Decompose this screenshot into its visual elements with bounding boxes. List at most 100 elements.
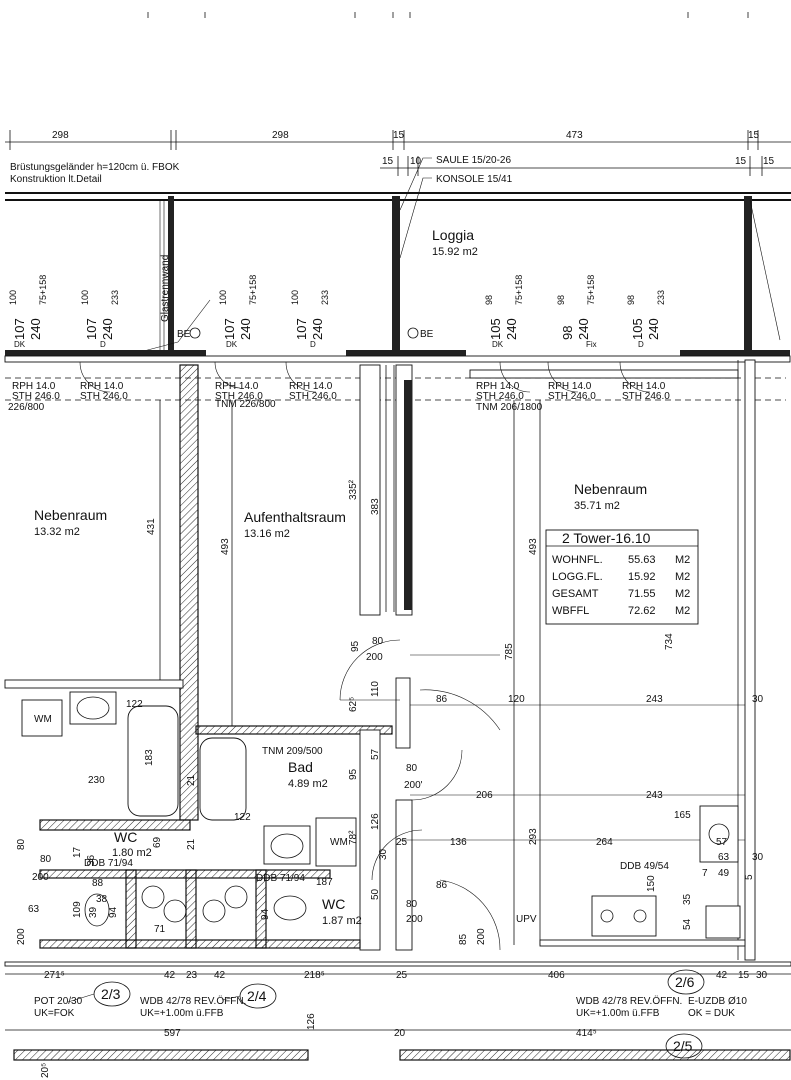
svg-text:80: 80 xyxy=(372,636,384,647)
svg-text:122: 122 xyxy=(126,699,143,710)
window-swings xyxy=(79,361,651,393)
dim-top-1: 298 xyxy=(52,130,69,141)
dim-bottom-8: 42 xyxy=(164,970,176,981)
opening-label-3: TNM 206/1800 xyxy=(476,402,543,413)
svg-text:RPH 14.0: RPH 14.0 xyxy=(12,381,56,392)
svg-text:107: 107 xyxy=(222,318,237,340)
svg-text:71.55: 71.55 xyxy=(628,588,656,600)
svg-text:15.92: 15.92 xyxy=(628,571,656,583)
svg-text:165: 165 xyxy=(674,810,691,821)
room-loggia-area: 15.92 m2 xyxy=(432,246,478,258)
svg-text:M2: M2 xyxy=(675,588,690,600)
bracket-note: KONSOLE 15/41 xyxy=(436,174,513,185)
dim-bottom-5: 42 xyxy=(716,970,728,981)
opening-label-1: 226/800 xyxy=(8,402,45,413)
sanitary-fixtures: WM WM UPV DDB 71/94 DDB 71/94 DDB 49/54 xyxy=(21,691,741,939)
svg-text:63: 63 xyxy=(718,852,730,863)
svg-text:Fix: Fix xyxy=(586,340,597,349)
svg-text:D: D xyxy=(638,340,644,349)
svg-text:M2: M2 xyxy=(675,571,690,583)
svg-text:98: 98 xyxy=(556,295,566,305)
svg-text:35: 35 xyxy=(682,893,693,905)
svg-text:D: D xyxy=(310,340,316,349)
svg-text:200: 200 xyxy=(32,872,49,883)
svg-text:110: 110 xyxy=(370,681,381,697)
washing-machine-label-2: WM xyxy=(330,837,348,848)
svg-text:STH 246.0: STH 246.0 xyxy=(476,391,524,402)
inspection-height-2: UK=+1.00m ü.FFB xyxy=(576,1008,660,1019)
scan-ticks xyxy=(147,12,749,18)
svg-text:200: 200 xyxy=(16,928,27,945)
lower-walls xyxy=(4,819,791,967)
svg-text:55.63: 55.63 xyxy=(628,554,656,566)
railing-note-2: Konstruktion lt.Detail xyxy=(10,174,102,185)
room-nebenraum-2-area: 35.71 m2 xyxy=(574,500,620,512)
dim-bottom-7: 30 xyxy=(756,970,768,981)
dim-top-5: 15 xyxy=(748,130,760,141)
svg-text:80: 80 xyxy=(40,854,52,865)
dim-lowest-3: 414⁵ xyxy=(576,1028,597,1039)
svg-text:100: 100 xyxy=(218,290,228,305)
svg-text:7: 7 xyxy=(702,868,708,879)
svg-text:M2: M2 xyxy=(675,554,690,566)
facade-wall xyxy=(4,350,791,401)
inner-dimensions: 431 493 335² 383 493 785 734 80 200 95 1… xyxy=(16,479,764,945)
opening-label-bad: TNM 209/500 xyxy=(262,746,323,757)
svg-text:80: 80 xyxy=(406,899,418,910)
tag-2-4: 2/4 xyxy=(247,988,267,1004)
svg-text:243: 243 xyxy=(646,790,663,801)
svg-text:94: 94 xyxy=(260,908,271,920)
pot-note: POT 20/30 xyxy=(34,996,83,1007)
svg-text:493: 493 xyxy=(220,538,231,555)
svg-text:233: 233 xyxy=(320,290,330,305)
svg-text:RPH 14.0: RPH 14.0 xyxy=(80,381,124,392)
summary-row: WBFFL 72.62 M2 xyxy=(552,605,690,617)
svg-text:95: 95 xyxy=(350,640,361,652)
svg-text:85: 85 xyxy=(458,933,469,945)
svg-text:431: 431 xyxy=(146,518,157,535)
svg-text:36: 36 xyxy=(86,854,97,866)
dim-top-2: 298 xyxy=(272,130,289,141)
svg-text:240: 240 xyxy=(646,318,661,340)
svg-text:107: 107 xyxy=(294,318,309,340)
tag-2-6: 2/6 xyxy=(675,974,695,990)
svg-text:69: 69 xyxy=(152,836,163,848)
svg-text:RPH 14.0: RPH 14.0 xyxy=(548,381,592,392)
glass-wall-label: Glastrennwand xyxy=(160,255,171,322)
room-bad-name: Bad xyxy=(288,759,313,775)
svg-text:183: 183 xyxy=(144,749,155,766)
svg-text:DK: DK xyxy=(14,340,26,349)
drain-height-note: OK = DUK xyxy=(688,1008,735,1019)
drain-note: E-UZDB Ø10 xyxy=(688,996,747,1007)
dim-second-1: 15 xyxy=(382,156,394,167)
window-annotations: 107 240 100 75+158 DK 107 240 100 233 D … xyxy=(8,275,666,349)
svg-text:57: 57 xyxy=(716,837,728,848)
svg-text:94: 94 xyxy=(108,906,119,918)
svg-text:206: 206 xyxy=(476,790,493,801)
dim-bottom-10: 42 xyxy=(214,970,226,981)
column-note: SAULE 15/20-26 xyxy=(436,155,511,166)
svg-text:230: 230 xyxy=(88,775,105,786)
summary-row: GESAMT 71.55 M2 xyxy=(552,588,690,600)
window-annotation: 105 240 98 75+158 DK xyxy=(484,275,524,349)
svg-text:75+158: 75+158 xyxy=(586,275,596,305)
pot-height-note: UK=FOK xyxy=(34,1008,75,1019)
dim-lowest-2: 20 xyxy=(394,1028,406,1039)
svg-text:88: 88 xyxy=(92,878,104,889)
summary-title: 2 Tower-16.10 xyxy=(562,530,651,546)
svg-text:98: 98 xyxy=(560,326,575,340)
svg-text:233: 233 xyxy=(110,290,120,305)
duct-label-1: DDB 71/94 xyxy=(84,858,133,869)
room-bad-area: 4.89 m2 xyxy=(288,778,328,790)
svg-text:D: D xyxy=(100,340,106,349)
svg-text:54: 54 xyxy=(682,918,693,930)
dim-top-3: 15 xyxy=(393,130,405,141)
svg-text:240: 240 xyxy=(100,318,115,340)
svg-text:200: 200 xyxy=(476,928,487,945)
inspection-note-2: WDB 42/78 REV.ÖFFN. xyxy=(576,995,682,1007)
dim-bottom-1: 271⁵ xyxy=(44,970,65,981)
svg-text:734: 734 xyxy=(664,633,675,650)
room-nebenraum-2-name: Nebenraum xyxy=(574,481,647,497)
room-wc-1-area: 1.80 m2 xyxy=(112,847,152,859)
